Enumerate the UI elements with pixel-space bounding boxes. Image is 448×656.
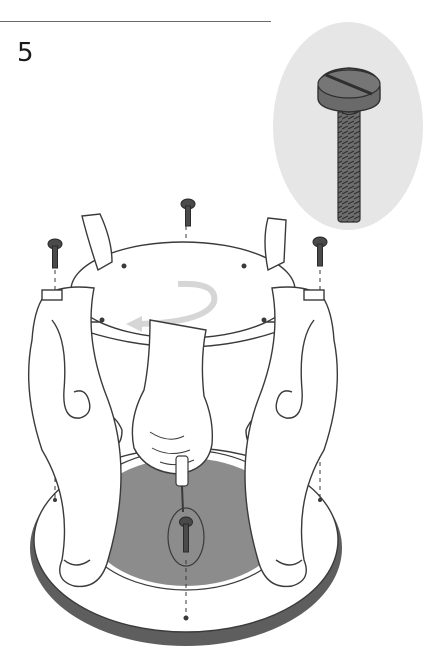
screw-top [181, 199, 195, 226]
screw-closeup-icon [273, 22, 423, 230]
screw-right [313, 237, 327, 266]
screw-left [48, 239, 62, 268]
